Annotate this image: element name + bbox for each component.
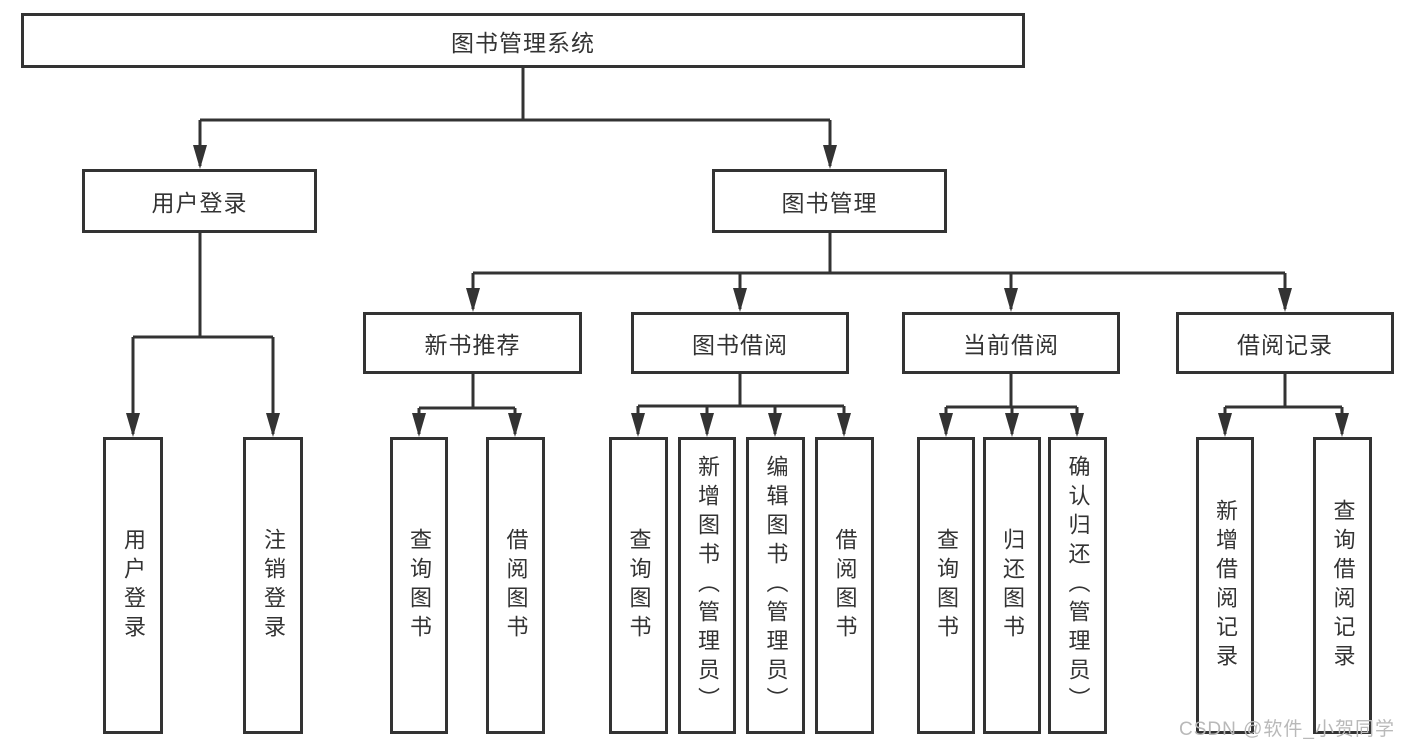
node-book-management: 图书管理	[712, 169, 947, 233]
node-current-borrow: 当前借阅	[902, 312, 1120, 374]
leaf-current-return-books: 归还图书	[983, 437, 1041, 734]
leaf-borrow-add-books-admin: 新增图书（管理员）	[678, 437, 736, 734]
arrowhead-group	[126, 145, 1349, 437]
node-user-login: 用户登录	[82, 169, 317, 233]
leaf-borrow-edit-books-admin: 编辑图书（管理员）	[746, 437, 805, 734]
node-new-book-recommend: 新书推荐	[363, 312, 582, 374]
leaf-borrow-borrow-books: 借阅图书	[815, 437, 874, 734]
leaf-record-add: 新增借阅记录	[1196, 437, 1254, 734]
leaf-newbook-query-books: 查询图书	[390, 437, 448, 734]
leaf-current-confirm-return-admin: 确认归还（管理员）	[1048, 437, 1107, 734]
leaf-user-login: 用户登录	[103, 437, 163, 734]
leaf-logout: 注销登录	[243, 437, 303, 734]
watermark: CSDN @软件_小贺同学	[1179, 719, 1395, 740]
leaf-record-query: 查询借阅记录	[1313, 437, 1372, 734]
leaf-current-query-books: 查询图书	[917, 437, 975, 734]
leaf-borrow-query-books: 查询图书	[609, 437, 668, 734]
node-root-library-system: 图书管理系统	[21, 13, 1025, 68]
node-book-borrow: 图书借阅	[631, 312, 849, 374]
leaf-newbook-borrow-books: 借阅图书	[486, 437, 545, 734]
node-borrow-record: 借阅记录	[1176, 312, 1394, 374]
